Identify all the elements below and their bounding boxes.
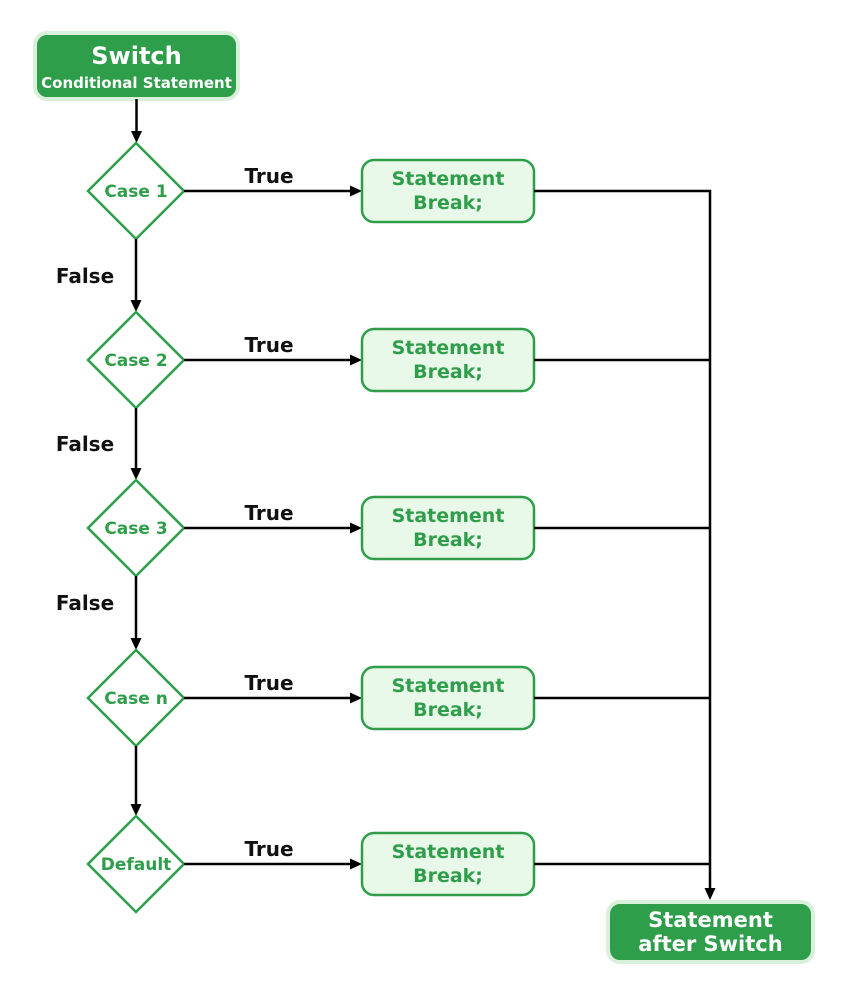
arrowhead-false-3: [130, 638, 142, 650]
result-box-2-line2: Break;: [413, 361, 483, 383]
result-box-1-line2: Break;: [413, 192, 483, 214]
result-box-2-line1: Statement: [392, 337, 505, 359]
diamond-case-3-label: Case 3: [104, 519, 167, 539]
arrowhead-casen-to-default: [130, 804, 142, 816]
arrowhead-false-1: [130, 300, 142, 312]
start-box-subtitle: Conditional Statement: [41, 74, 232, 92]
result-box-5-line2: Break;: [413, 865, 483, 887]
diamond-default-label: Default: [101, 855, 172, 875]
arrowhead-true-4: [350, 692, 362, 704]
arrowhead-true-3: [350, 522, 362, 534]
arrowhead-false-2: [130, 468, 142, 480]
false-label-1: False: [56, 264, 114, 288]
diamond-default: [86, 814, 186, 914]
result-box-3-line2: Break;: [413, 529, 483, 551]
true-label-4: True: [244, 671, 293, 695]
arrowhead-true-5: [350, 858, 362, 870]
arrowhead-true-2: [350, 354, 362, 366]
result-box-4-line2: Break;: [413, 699, 483, 721]
diamond-case-1-label: Case 1: [104, 182, 167, 202]
true-label-1: True: [244, 164, 293, 188]
end-box: [606, 900, 815, 964]
true-label-3: True: [244, 501, 293, 525]
diamond-case-2-label: Case 2: [104, 351, 167, 371]
result-box-3-line1: Statement: [392, 505, 505, 527]
arrowhead-trunk-to-end: [704, 888, 716, 900]
diamond-case-n-label: Case n: [104, 689, 168, 709]
edge-result-1-to-end: [534, 189, 712, 888]
end-box-line1: Statement: [648, 908, 773, 932]
arrowhead-true-1: [350, 185, 362, 197]
start-box-title: Switch: [91, 42, 181, 70]
result-box-1-line1: Statement: [392, 168, 505, 190]
arrowhead-start-to-case1: [131, 131, 142, 143]
true-label-2: True: [244, 333, 293, 357]
false-label-2: False: [56, 432, 114, 456]
false-label-3: False: [56, 591, 114, 615]
end-box-line2: after Switch: [638, 932, 782, 956]
result-box-4-line1: Statement: [392, 675, 505, 697]
true-label-5: True: [244, 837, 293, 861]
result-box-5-line1: Statement: [392, 841, 505, 863]
